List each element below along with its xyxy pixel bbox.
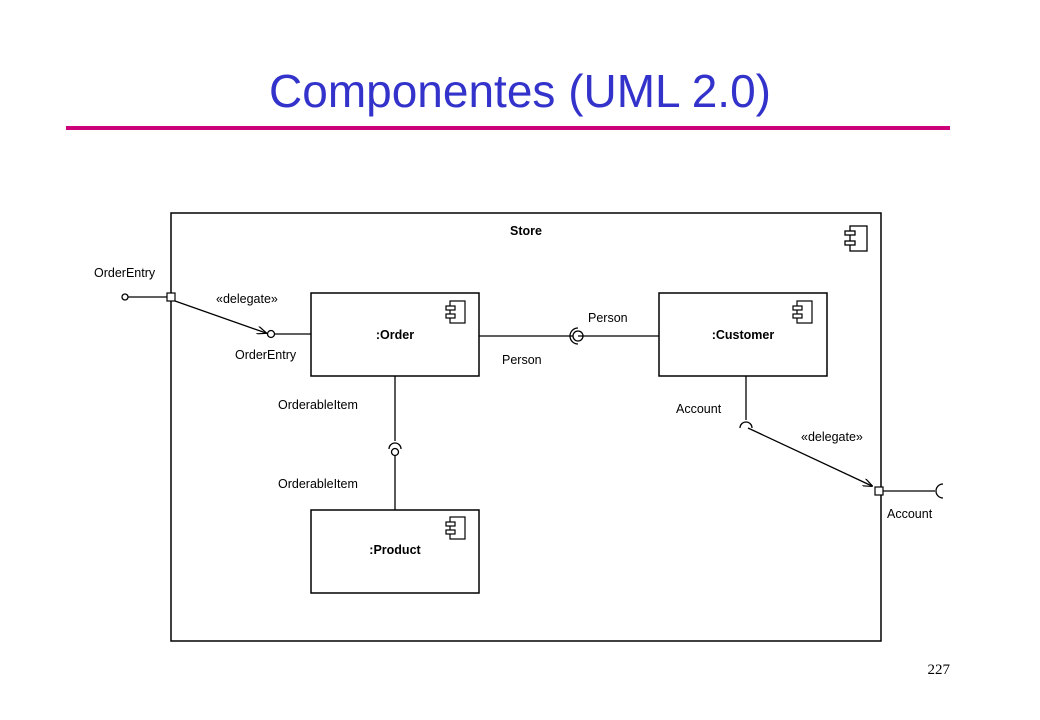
person-provided-label: Person — [502, 353, 542, 367]
account-delegate-label: «delegate» — [801, 430, 863, 444]
title-underline — [66, 126, 950, 130]
slide-title: Componentes (UML 2.0) — [269, 65, 771, 117]
order-entry-internal-interface: OrderEntry — [235, 329, 311, 362]
page-number: 227 — [927, 662, 951, 678]
order-component: :Order — [310, 292, 480, 377]
customer-label: :Customer — [712, 328, 775, 342]
store-container: Store — [170, 212, 882, 642]
customer-component: :Customer — [658, 292, 828, 377]
orderable-item-assembly-connector: OrderableItem OrderableItem — [278, 376, 402, 510]
account-external-label: Account — [887, 507, 933, 521]
account-internal-label: Account — [676, 402, 722, 416]
component-icon — [844, 225, 868, 252]
account-external-port: Account — [874, 483, 944, 521]
product-component: :Product — [310, 509, 480, 594]
order-entry-external-label: OrderEntry — [94, 266, 156, 280]
orderable-item-required-label: OrderableItem — [278, 398, 358, 412]
order-entry-delegation: «delegate» — [174, 292, 278, 333]
store-label: Store — [510, 224, 542, 238]
order-label: :Order — [376, 328, 414, 342]
component-icon — [445, 300, 466, 324]
order-entry-internal-label: OrderEntry — [235, 348, 297, 362]
component-icon — [792, 300, 813, 324]
product-label: :Product — [369, 543, 421, 557]
orderable-item-provided-label: OrderableItem — [278, 477, 358, 491]
order-entry-delegate-label: «delegate» — [216, 292, 278, 306]
component-icon — [445, 516, 466, 540]
order-entry-external-port: OrderEntry — [94, 266, 176, 302]
account-delegation: «delegate» — [747, 427, 872, 486]
account-internal-interface: Account — [676, 376, 753, 429]
person-assembly-connector: Person Person — [479, 311, 659, 367]
person-required-label: Person — [588, 311, 628, 325]
